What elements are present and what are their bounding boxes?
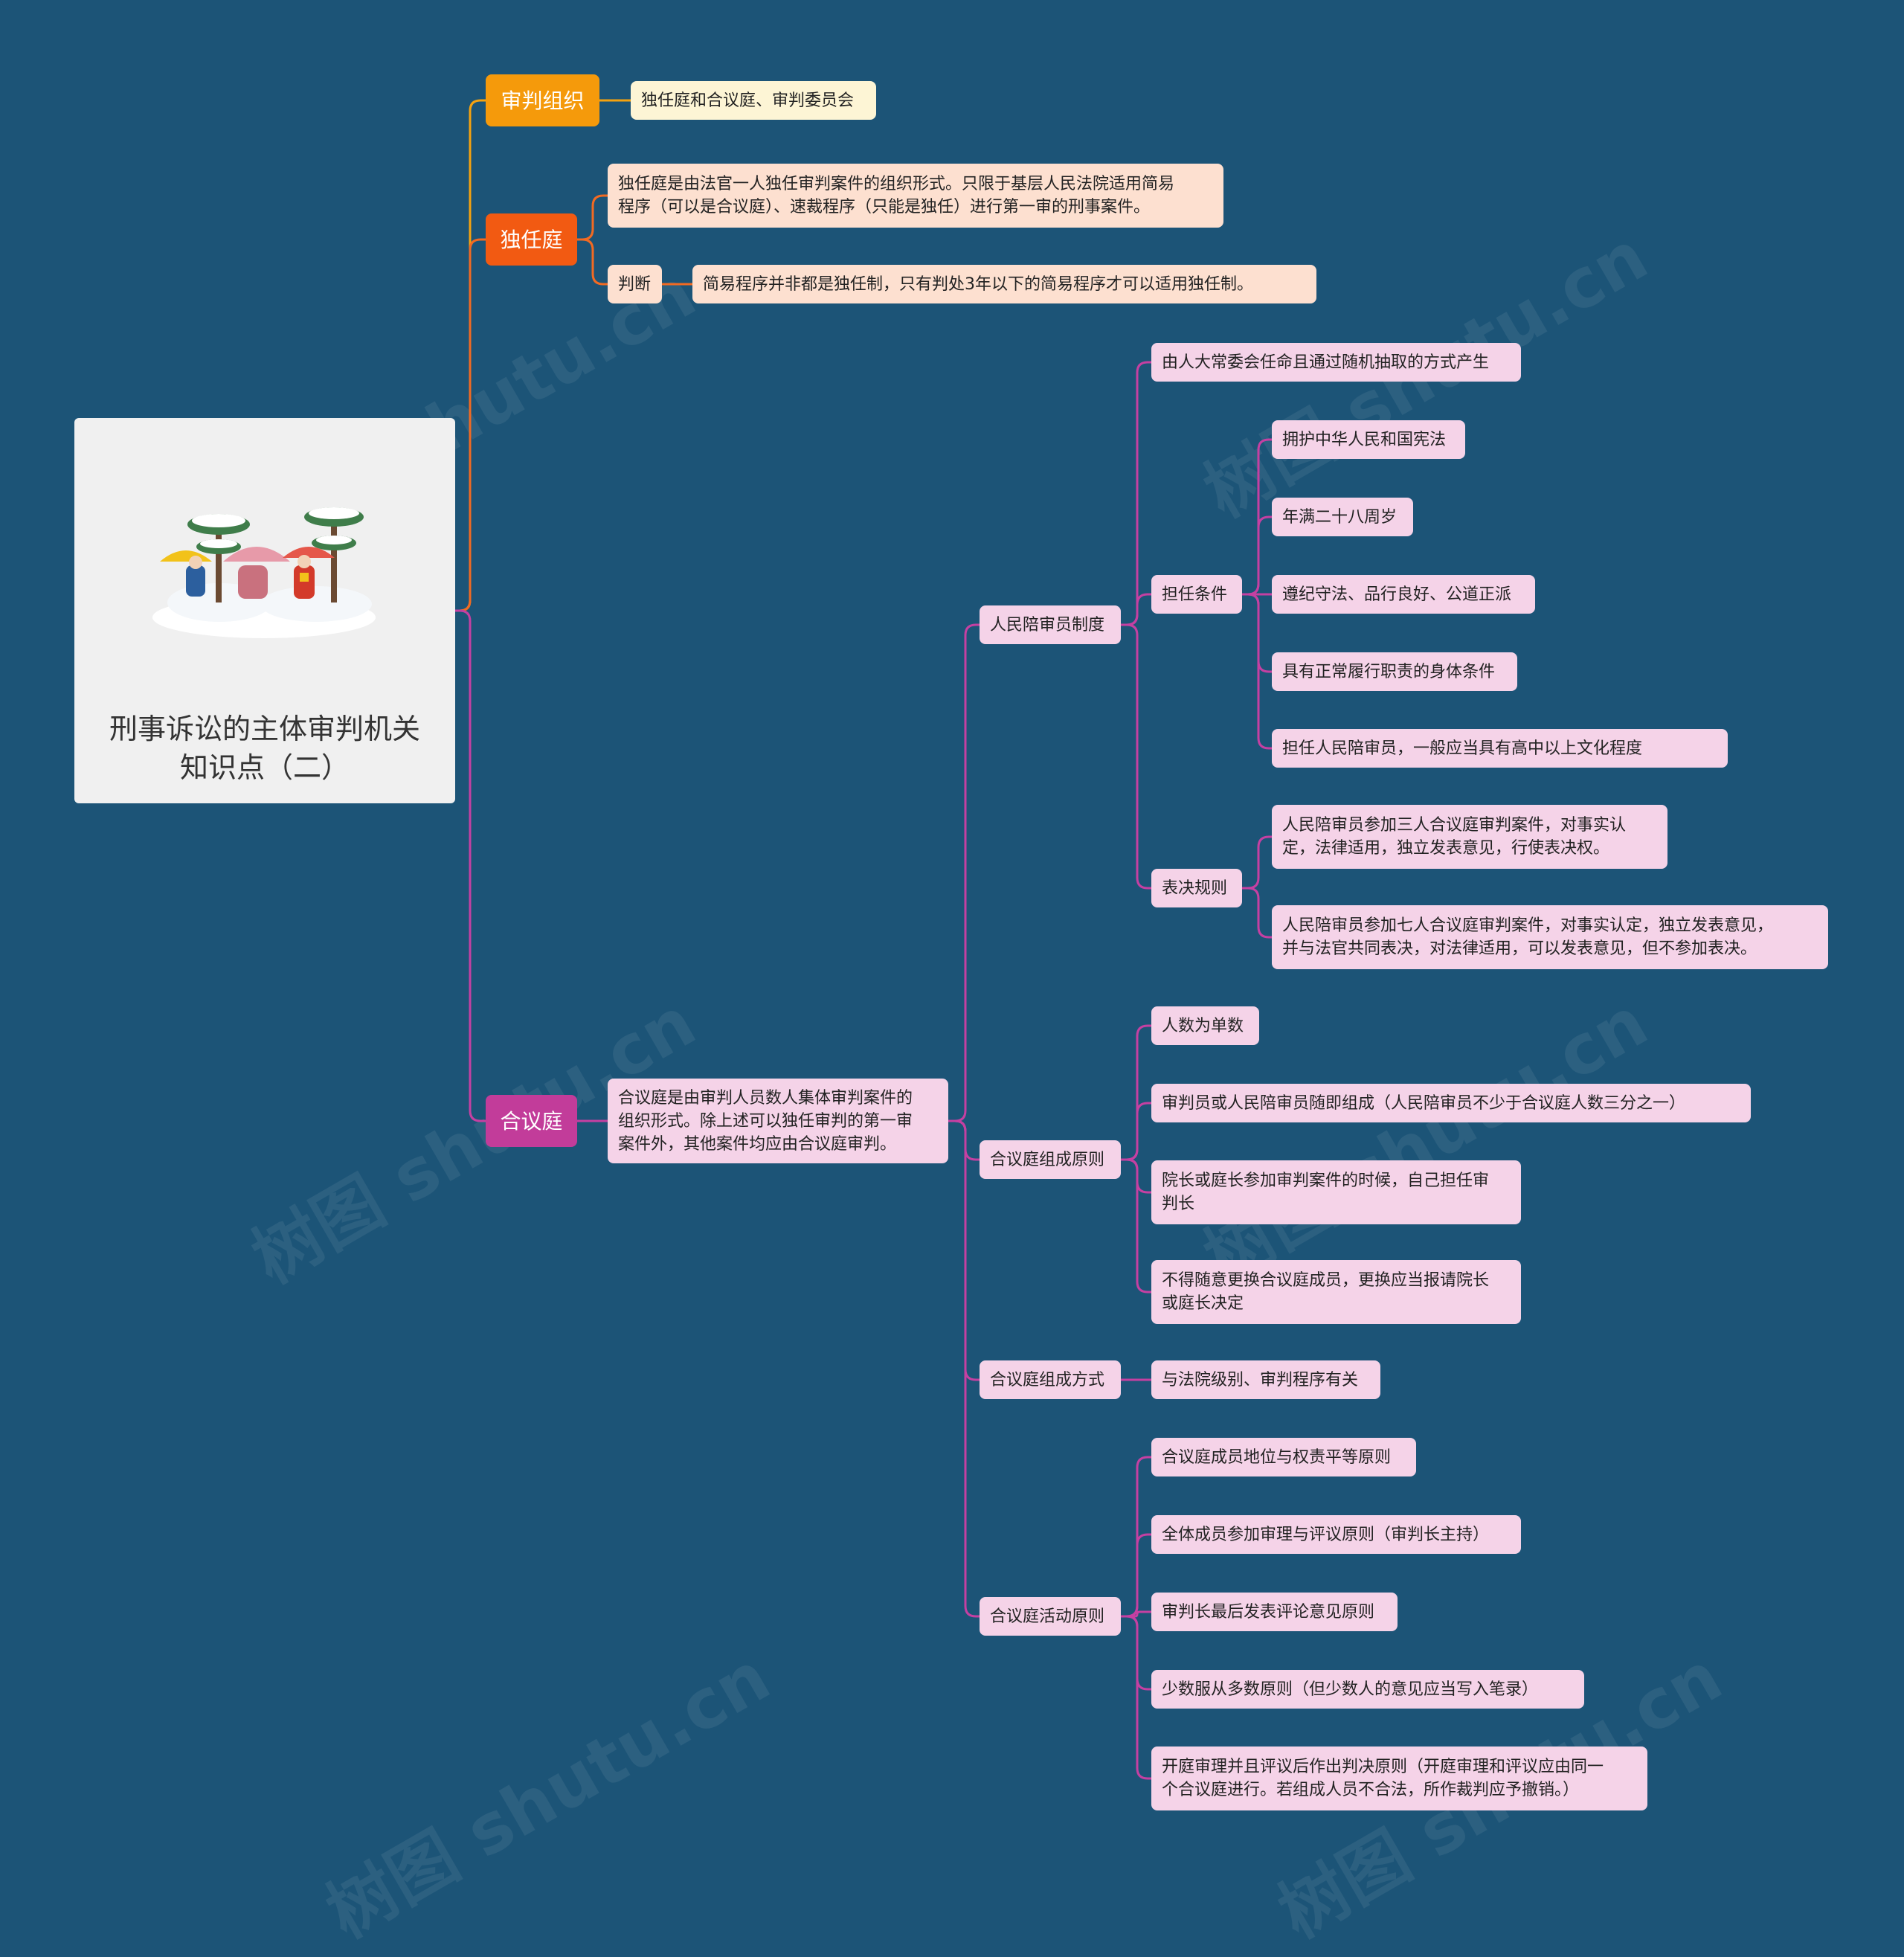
zucheng-shenpanzhang[interactable]: 院长或庭长参加审判案件的时候，自己担任审 判长	[1151, 1160, 1521, 1224]
branch-heyiting[interactable]: 合议庭	[486, 1095, 577, 1147]
biaojue-guize[interactable]: 表决规则	[1151, 869, 1242, 907]
link-durenting-panduan	[577, 238, 608, 286]
zucheng-fangshi[interactable]: 合议庭组成方式	[980, 1360, 1121, 1399]
danren-tiaojian[interactable]: 担任条件	[1151, 575, 1242, 614]
heyiting-definition[interactable]: 合议庭是由审判人员数人集体审判案件的 组织形式。除上述可以独任审判的第一审 案件…	[608, 1079, 948, 1163]
mindmap-canvas: 树图 shutu.cn 树图 shutu.cn 树图 shutu.cn 树图 s…	[74, 74, 1828, 1953]
link-biaojue-biaojue-sanren	[1242, 835, 1272, 890]
shenpan-zuzhi-detail[interactable]: 独任庭和合议庭、审判委员会	[631, 81, 876, 120]
zucheng-danshu[interactable]: 人数为单数	[1151, 1006, 1259, 1045]
fangshi-fayuan-jibie[interactable]: 与法院级别、审判程序有关	[1151, 1360, 1380, 1399]
huodong-duoshu[interactable]: 少数服从多数原则（但少数人的意见应当写入笔录）	[1151, 1670, 1584, 1709]
tiaojian-nianling[interactable]: 年满二十八周岁	[1272, 498, 1413, 536]
link-tiaojian-tiaojian-wenhua	[1242, 593, 1272, 750]
link-definition-huodong-yuanze	[948, 1119, 980, 1618]
connector-lines	[455, 99, 1272, 1780]
zucheng-genghuan[interactable]: 不得随意更换合议庭成员，更换应当报请院长 或庭长决定	[1151, 1260, 1521, 1324]
snow-scene-illustration	[152, 507, 376, 638]
link-huodong-huodong-canjia	[1121, 1533, 1151, 1618]
tiaojian-shenti[interactable]: 具有正常履行职责的身体条件	[1272, 652, 1517, 691]
tiaojian-wenhua[interactable]: 担任人民陪审员，一般应当具有高中以上文化程度	[1272, 729, 1728, 768]
link-huodong-huodong-zuihou	[1121, 1610, 1151, 1618]
huodong-zuihou[interactable]: 审判长最后发表评论意见原则	[1151, 1593, 1398, 1631]
link-tiaojian-tiaojian-shenti	[1242, 593, 1272, 673]
link-definition-peishen-zhidu	[948, 623, 980, 1122]
zucheng-yuanze[interactable]: 合议庭组成原则	[980, 1140, 1121, 1179]
link-tiaojian-tiaojian-nianling	[1242, 515, 1272, 596]
link-huodong-huodong-panjue	[1121, 1615, 1151, 1780]
biaojue-qiren[interactable]: 人民陪审员参加七人合议庭审判案件，对事实认定，独立发表意见， 并与法官共同表决，…	[1272, 905, 1828, 969]
biaojue-sanren[interactable]: 人民陪审员参加三人合议庭审判案件，对事实认 定，法律适用，独立发表意见，行使表决…	[1272, 805, 1667, 869]
zucheng-suiji[interactable]: 审判员或人民陪审员随即组成（人民陪审员不少于合议庭人数三分之一）	[1151, 1084, 1751, 1122]
huodong-pingdeng[interactable]: 合议庭成员地位与权责平等原则	[1151, 1438, 1416, 1476]
link-durenting-definition	[577, 194, 608, 241]
link-peishen-biaojue-guize	[1121, 623, 1151, 890]
tiaojian-xianfa[interactable]: 拥护中华人民和国宪法	[1272, 420, 1465, 459]
branch-durenting[interactable]: 独任庭	[486, 213, 577, 266]
link-root-heyiting	[455, 609, 486, 1122]
link-zucheng-zucheng-genghuan	[1121, 1158, 1151, 1294]
branch-shenpan-zuzhi[interactable]: 审判组织	[486, 74, 599, 126]
huodong-canjia[interactable]: 全体成员参加审理与评议原则（审判长主持）	[1151, 1515, 1521, 1554]
link-biaojue-biaojue-qiren	[1242, 887, 1272, 939]
link-peishen-peishen-chansheng	[1121, 361, 1151, 626]
peishen-zhidu[interactable]: 人民陪审员制度	[980, 605, 1121, 644]
durenting-definition[interactable]: 独任庭是由法官一人独任审判案件的组织形式。只限于基层人民法院适用简易 程序（可以…	[608, 164, 1223, 228]
tiaojian-pinxing[interactable]: 遵纪守法、品行良好、公道正派	[1272, 575, 1535, 614]
huodong-panjue[interactable]: 开庭审理并且评议后作出判决原则（开庭审理和评议应由同一 个合议庭进行。若组成人员…	[1151, 1746, 1647, 1810]
durenting-panduan[interactable]: 判断	[608, 265, 662, 303]
link-root-durenting	[455, 238, 486, 612]
panduan-detail[interactable]: 简易程序并非都是独任制，只有判处3年以下的简易程序才可以适用独任制。	[692, 265, 1316, 303]
peishen-chansheng[interactable]: 由人大常委会任命且通过随机抽取的方式产生	[1151, 343, 1521, 382]
huodong-yuanze[interactable]: 合议庭活动原则	[980, 1597, 1121, 1636]
